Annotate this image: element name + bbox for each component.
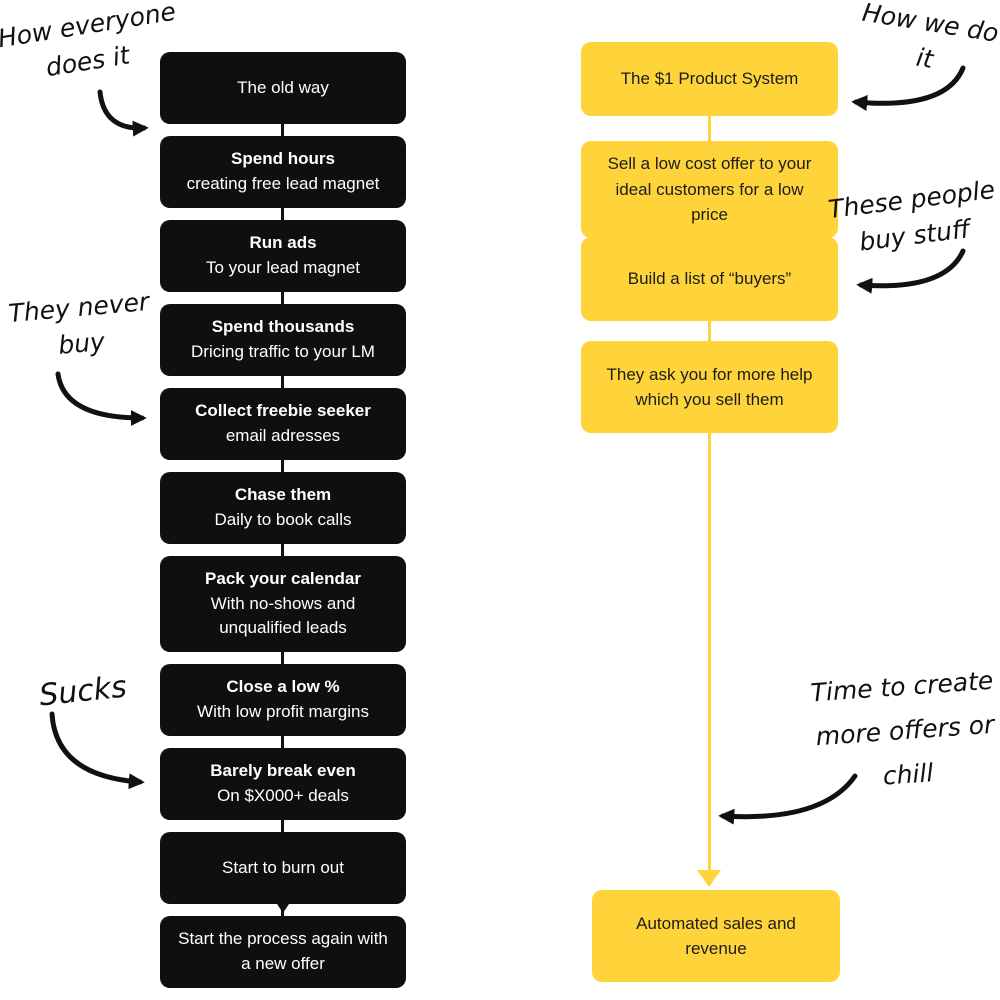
right-flow-step-product-system: The $1 Product System [581,42,838,116]
step-subtitle: On $X000+ deals [217,785,349,805]
left-flow-step-break-even: Barely break even On $X000+ deals [160,747,406,820]
curved-arrow-icon-time-create [718,773,858,825]
left-flow-step-old-way: The old way [160,52,406,124]
curved-arrow-icon-how-we [851,65,966,111]
step-text: Build a list of “buyers” [627,269,792,289]
yellow-down-arrow-icon [697,870,721,887]
step-subtitle: creating free lead magnet [186,174,380,193]
left-flow-step-pack-calendar: Pack your calendar With no-shows and unq… [160,556,406,652]
step-text: The $1 Product System [620,69,799,89]
step-text: Automated sales and revenue [636,913,796,959]
step-title: Spend thousands [211,317,355,337]
right-flow-connector-line [708,80,711,876]
right-flow-step-build-list: Build a list of “buyers” [581,237,838,321]
curved-arrow-icon-buy-stuff [856,248,966,294]
step-title: Spend hours [231,149,335,169]
step-title: Close a low % [226,677,340,697]
step-title: Collect freebie seeker [195,401,371,421]
right-flow-step-ask-more-help: They ask you for more help which you sel… [581,341,838,433]
right-flow-step-automated-sales: Automated sales and revenue [592,890,840,982]
step-subtitle: email adresses [225,426,341,445]
left-flow-column: The old way Spend hours creating free le… [160,52,406,988]
left-flow-step-collect-freebie: Collect freebie seeker email adresses [160,388,406,460]
left-flow-step-spend-thousands: Spend thousands Dricing traffic to your … [160,304,406,376]
left-flow-step-start-again: Start the process again with a new offer [160,915,406,988]
step-subtitle: To your lead magnet [205,258,361,277]
curved-arrow-icon-sucks [49,711,145,790]
curved-arrow-icon-how-everyone [97,89,149,137]
step-title: Chase them [234,485,332,505]
step-title: Start the process again with a new offer [178,929,388,973]
left-flow-step-close-low: Close a low % With low profit margins [160,663,406,736]
step-text: Sell a low cost offer to your ideal cust… [607,154,812,224]
step-subtitle: With low profit margins [197,701,369,721]
left-flow-step-spend-hours: Spend hours creating free lead magnet [160,136,406,208]
step-subtitle: Daily to book calls [214,510,352,529]
right-flow-step-sell-low-cost: Sell a low cost offer to your ideal cust… [581,141,838,238]
step-subtitle: Dricing traffic to your LM [191,342,375,361]
step-title: Pack your calendar [205,569,361,588]
step-title: The old way [237,77,329,97]
step-subtitle: With no-shows and unqualified leads [210,593,356,638]
annotation-they-never-buy: They never buy [7,284,153,368]
left-flow-step-chase-them: Chase them Daily to book calls [160,472,406,544]
step-text: They ask you for more help which you sel… [606,364,813,410]
left-flow-step-burn-out: Start to burn out [160,831,406,904]
curved-arrow-icon-never-buy [55,371,147,426]
step-title: Barely break even [210,761,356,781]
step-title: Run ads [249,233,317,253]
annotation-how-everyone: How everyone does it [0,0,178,93]
step-title: Start to burn out [222,857,344,877]
left-flow-step-run-ads: Run ads To your lead magnet [160,220,406,292]
